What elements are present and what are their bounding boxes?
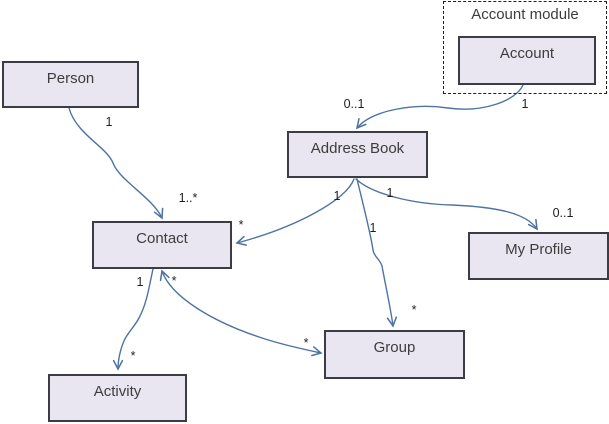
multiplicity-contact-from-addressbook: * <box>238 217 244 232</box>
account-module-frame[interactable]: Account module <box>443 1 607 94</box>
multiplicity-group-from-addressbook: * <box>411 302 417 317</box>
association-account-addressbook[interactable] <box>357 84 524 128</box>
association-contact-activity[interactable] <box>118 268 154 369</box>
multiplicity-addressbook-to-group: 1 <box>369 220 377 235</box>
multiplicity-contact-to-group: * <box>171 273 177 288</box>
association-addressbook-myprofile[interactable] <box>355 178 537 229</box>
node-activity[interactable]: Activity <box>48 374 187 422</box>
account-module-title: Account module <box>471 6 579 23</box>
multiplicity-person-end: 1 <box>105 114 113 129</box>
multiplicity-addressbook-to-myprofile: 1 <box>386 185 394 200</box>
node-person[interactable]: Person <box>2 61 139 108</box>
multiplicity-account-end: 1 <box>521 96 529 111</box>
multiplicity-contact-from-person: 1..* <box>178 190 198 205</box>
association-contact-group[interactable] <box>162 271 321 353</box>
node-address-book[interactable]: Address Book <box>287 131 428 178</box>
association-addressbook-group[interactable] <box>356 178 393 326</box>
association-addressbook-contact[interactable] <box>237 178 355 243</box>
multiplicity-activity-end: * <box>130 348 136 363</box>
multiplicity-addressbook-to-contact: 1 <box>333 188 341 203</box>
multiplicity-addressbook-from-account: 0..1 <box>343 96 365 111</box>
node-account[interactable]: Account <box>458 36 596 85</box>
node-group[interactable]: Group <box>324 330 465 379</box>
multiplicity-myprofile-end: 0..1 <box>552 205 574 220</box>
node-my-profile[interactable]: My Profile <box>468 232 609 280</box>
multiplicity-contact-to-activity: 1 <box>136 274 144 289</box>
node-contact[interactable]: Contact <box>92 221 232 269</box>
multiplicity-group-from-contact: * <box>303 335 309 350</box>
association-person-contact[interactable] <box>68 107 162 218</box>
